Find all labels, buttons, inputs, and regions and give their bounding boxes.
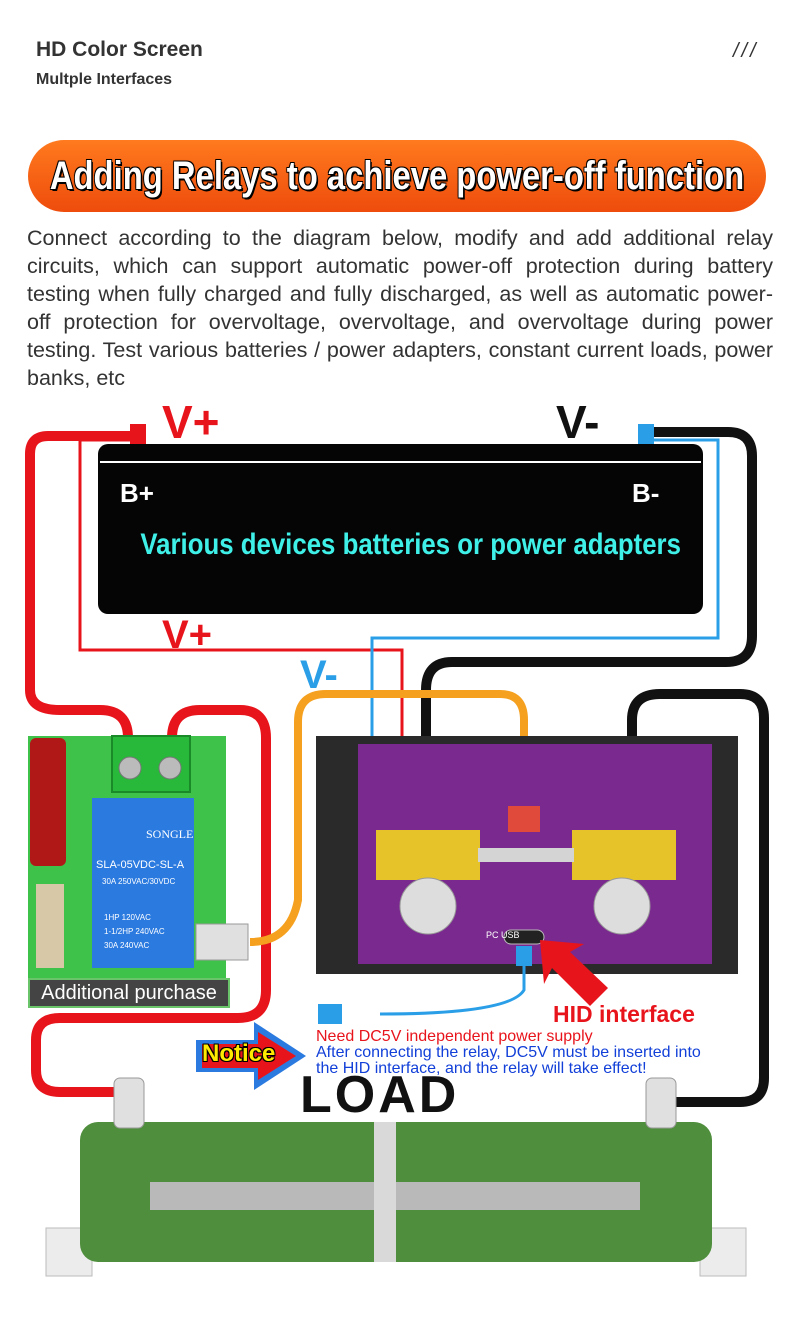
notice-line-2: After connecting the relay, DC5V must be… — [316, 1044, 701, 1061]
notice-text-block: Need DC5V independent power supply After… — [316, 1029, 776, 1077]
notice-line-1: Need DC5V independent power supply — [316, 1028, 593, 1045]
hid-interface-label: HID interface — [553, 1001, 695, 1027]
notice-line-3: the HID interface, and the relay will ta… — [316, 1060, 647, 1077]
black-wire-load — [627, 689, 769, 1107]
usb-plug — [516, 946, 532, 966]
meter-shunt-left — [376, 830, 480, 880]
relay-rating-4: 30A 240VAC — [104, 941, 149, 950]
orange-wire — [249, 690, 528, 946]
load-resistor — [45, 1077, 747, 1277]
relay-screw-1 — [118, 756, 142, 780]
meter-shunt-bar — [478, 848, 574, 862]
battery-block — [98, 444, 703, 614]
header-subtitle: Multple Interfaces — [36, 71, 173, 88]
relay-capacitor — [30, 738, 66, 866]
relay-screw-2 — [158, 756, 182, 780]
relay-connector — [195, 923, 249, 961]
relay-rating-3: 1-1/2HP 240VAC — [104, 927, 165, 936]
load-terminal-left — [113, 1077, 145, 1129]
relay-rating-2: 1HP 120VAC — [104, 913, 151, 922]
meter-pc-usb-label: PC USB — [486, 930, 520, 940]
battery-caption: Various devices batteries or power adapt… — [140, 528, 681, 561]
v-plus-top-label: V+ — [162, 396, 220, 448]
black-wire-outer — [421, 427, 757, 830]
battery-b-minus-label: B- — [632, 478, 660, 508]
red-wire-thin — [78, 438, 404, 760]
load-label: LOAD — [300, 1066, 460, 1124]
header-title: HD Color Screen — [36, 38, 203, 61]
meter-pc-usb-port — [503, 929, 545, 945]
relay-brand: SONGLE — [146, 827, 193, 841]
description-text: Connect according to the diagram below, … — [27, 226, 773, 390]
relay-resistors — [36, 884, 64, 968]
battery-positive-terminal — [130, 424, 146, 446]
meter-bolt-left — [399, 877, 457, 935]
blue-wire-thin — [370, 438, 720, 765]
header-decoration: /// — [733, 40, 759, 62]
battery-b-plus-label: B+ — [120, 478, 154, 508]
battery-negative-terminal — [638, 424, 654, 446]
title-banner: Adding Relays to achieve power-off funct… — [28, 140, 766, 212]
meter-relay-connector — [508, 806, 540, 832]
meter-shunt-right — [572, 830, 676, 880]
usb-connector-left — [318, 1004, 342, 1024]
red-wire-load — [31, 705, 271, 1097]
relay-rating-1: 30A 250VAC/30VDC — [102, 877, 175, 886]
notice-badge: Notice — [202, 1040, 276, 1067]
v-minus-mid-label: V- — [300, 653, 338, 697]
relay-body — [92, 798, 194, 968]
load-terminal-right — [645, 1077, 677, 1129]
red-wire-outer — [25, 431, 138, 739]
banner-title: Adding Relays to achieve power-off funct… — [49, 153, 745, 198]
additional-purchase-label: Additional purchase — [28, 978, 230, 1008]
relay-module: SONGLE SLA-05VDC-SL-A 30A 250VAC/30VDC 1… — [28, 735, 249, 978]
meter-bolt-right — [593, 877, 651, 935]
notice-arrow-inner — [202, 1032, 296, 1080]
relay-model: SLA-05VDC-SL-A — [96, 859, 185, 871]
v-plus-mid-label: V+ — [162, 613, 212, 657]
meter-module: PC USB — [316, 736, 738, 974]
load-band — [374, 1122, 396, 1262]
v-minus-top-label: V- — [556, 396, 599, 448]
usb-cable — [379, 960, 526, 1016]
hid-arrow — [540, 940, 608, 1006]
